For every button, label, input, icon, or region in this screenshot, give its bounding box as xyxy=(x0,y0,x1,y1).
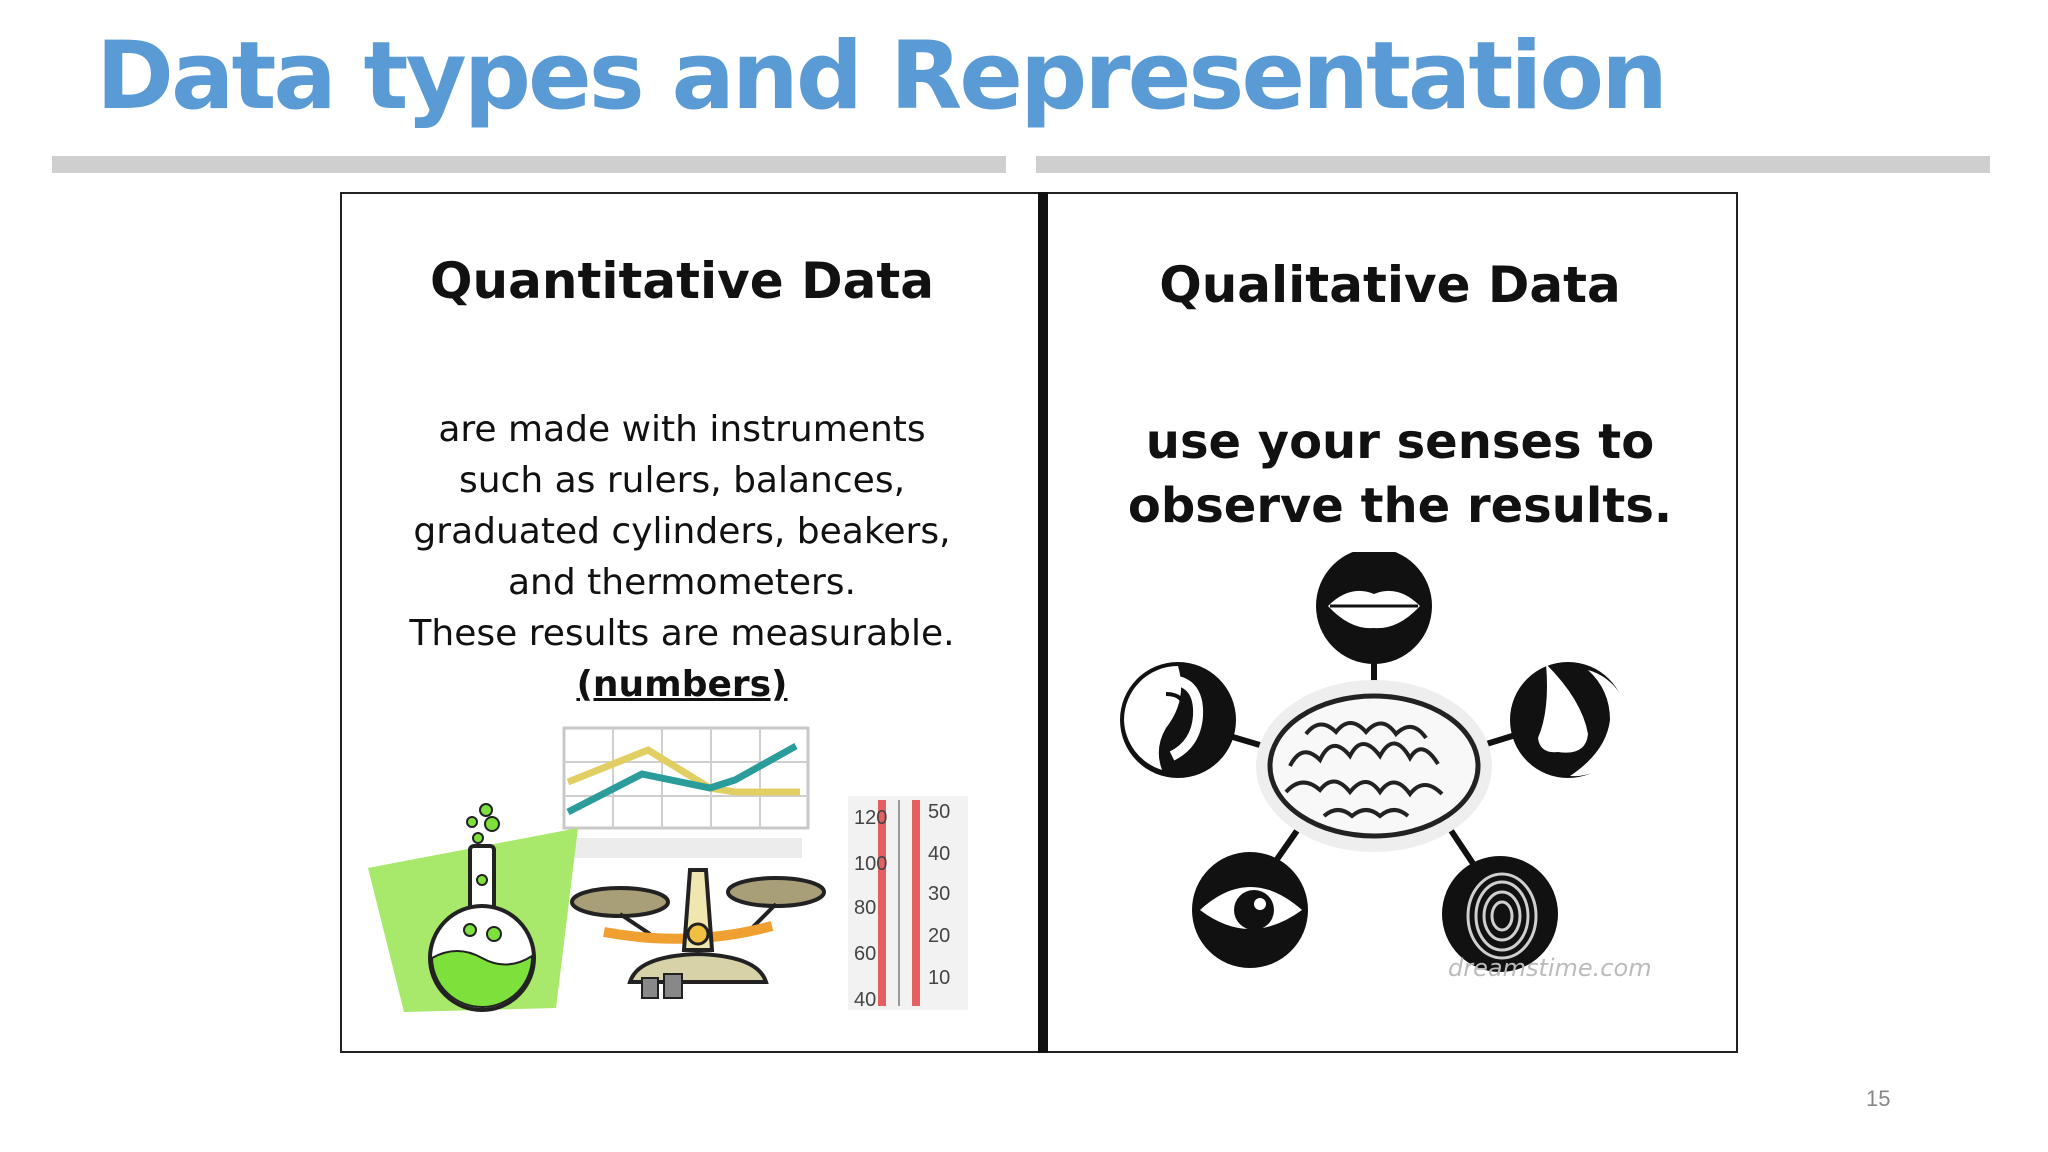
fingerprint-icon xyxy=(1442,856,1558,972)
title-rule-right xyxy=(1036,156,1990,173)
description-line: observe the results. xyxy=(1127,478,1673,534)
line-chart-icon xyxy=(562,726,810,858)
quantitative-title: Quantitative Data xyxy=(430,252,934,310)
quantitative-heading: Quantitative Data xyxy=(342,252,1022,310)
therm-left-tick: 120 xyxy=(854,807,887,829)
panel-divider xyxy=(1038,192,1048,1053)
therm-left-tick: 40 xyxy=(854,989,876,1011)
description-line: use your senses to xyxy=(1145,414,1655,470)
description-line: and thermometers. xyxy=(508,562,856,603)
therm-right-tick: 10 xyxy=(928,967,950,989)
numbers-emphasis: (numbers) xyxy=(576,664,788,705)
slide-title: Data types and Representation xyxy=(96,22,1668,131)
watermark-text: dreamstime.com xyxy=(1448,954,1650,982)
description-line: are made with instruments xyxy=(438,409,926,450)
description-line: such as rulers, balances, xyxy=(458,460,906,501)
therm-right-tick: 40 xyxy=(928,843,950,865)
qualitative-description: use your senses to observe the results. xyxy=(1060,410,1740,538)
description-line: These results are measurable. xyxy=(409,613,955,654)
balance-scale-icon xyxy=(570,868,826,999)
therm-left-tick: 100 xyxy=(854,853,887,875)
page-number: 15 xyxy=(1866,1086,1891,1111)
nose-icon xyxy=(1510,662,1628,778)
therm-left-tick: 60 xyxy=(854,943,876,965)
therm-right-tick: 30 xyxy=(928,883,950,905)
therm-left-tick: 80 xyxy=(854,897,876,919)
thermometer-icon: 120 100 80 60 40 50 40 30 20 10 xyxy=(848,796,968,1011)
eye-icon xyxy=(1192,852,1308,968)
brain-icon xyxy=(1256,680,1492,852)
ear-icon xyxy=(1120,662,1236,778)
description-line: graduated cylinders, beakers, xyxy=(413,511,951,552)
therm-right-tick: 50 xyxy=(928,801,950,823)
title-rule-left xyxy=(52,156,1006,173)
therm-right-tick: 20 xyxy=(928,925,950,947)
senses-diagram: dreamstime.com xyxy=(1120,552,1650,982)
mouth-icon xyxy=(1316,552,1432,664)
quantitative-description: are made with instruments such as rulers… xyxy=(342,404,1022,710)
qualitative-heading: Qualitative Data xyxy=(1060,256,1720,314)
flask-icon xyxy=(368,803,578,1012)
qualitative-title: Qualitative Data xyxy=(1159,256,1621,314)
quantitative-illustrations: 120 100 80 60 40 50 40 30 20 10 xyxy=(368,726,968,1012)
